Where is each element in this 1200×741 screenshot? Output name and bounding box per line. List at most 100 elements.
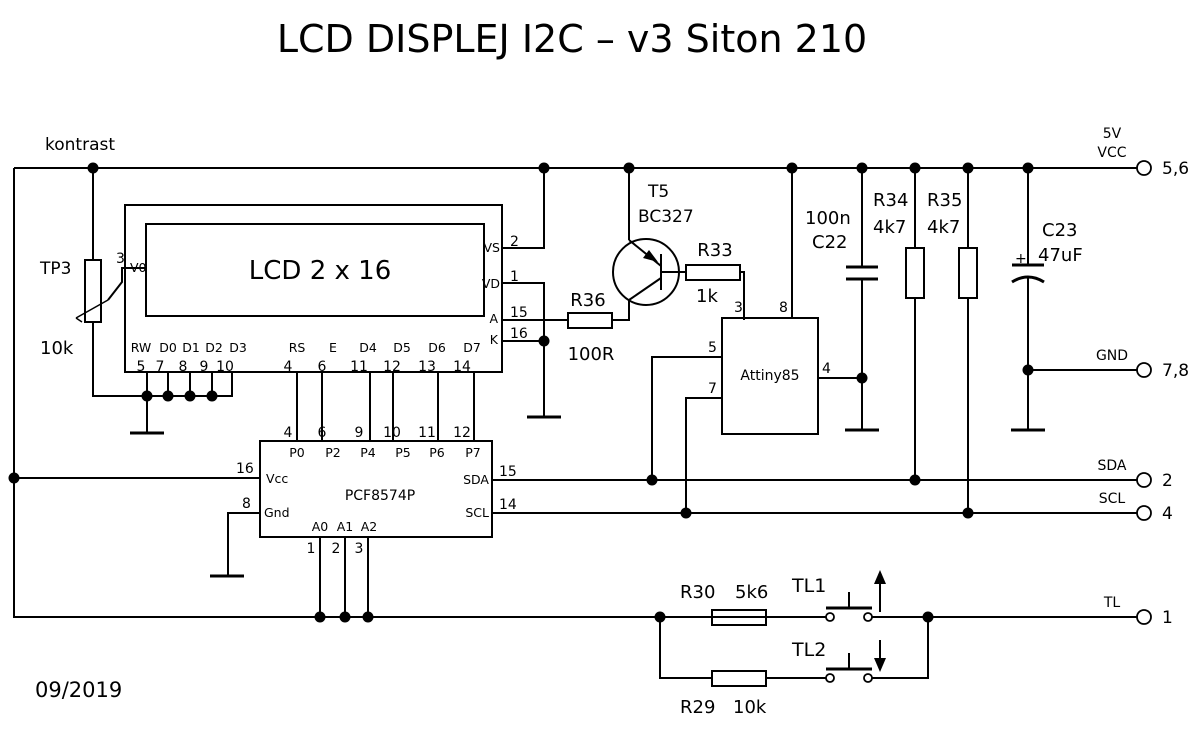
resistor-r33: R33 1k [685,240,741,307]
net-label-sda: SDA [1098,458,1127,474]
junction-dot [339,611,351,623]
pcf-pin-name-scl: SCL [465,505,489,520]
tp3-ref: TP3 [39,259,71,279]
attiny-pin-number-7: 7 [708,381,717,397]
lcd-pin-number-d4: 11 [350,359,368,375]
terminal-sda [1136,472,1152,488]
wiring [13,167,1137,679]
lcd-module: LCD 2 x 16 VS VD A K V0 2 1 15 16 RW D0 … [124,204,528,375]
lcd-pin-number-d1: 8 [179,359,188,375]
junction-dot [856,372,868,384]
pcf-pin-number-p4: 9 [355,425,364,441]
resistor-r35: R35 4k7 [927,190,978,299]
schematic-title: LCD DISPLEJ I2C – v3 Siton 210 [277,17,867,61]
pcf-label: PCF8574P [345,488,415,504]
lcd-pin-number-vd: 1 [510,269,519,285]
r33-value: 1k [696,286,718,307]
junction-dot [922,611,934,623]
pcf-pin-number-gnd: 8 [242,496,251,512]
lcd-pin-name-a: A [489,311,498,326]
net-label-tl: TL [1103,595,1121,611]
pcf-pin-number-a1: 2 [332,541,341,557]
r35-value: 4k7 [927,217,960,238]
pcf-pin-name-p2: P2 [325,445,341,460]
ground-symbols [130,415,1045,578]
lcd-pin-name-d6: D6 [428,340,446,355]
junction-dot [162,390,174,402]
junction-dot [362,611,374,623]
lcd-pin-number-d6: 13 [418,359,436,375]
r36-value: 100R [568,344,615,365]
terminal-number-sda: 2 [1162,471,1173,491]
pcf-pin-number-p5: 10 [383,425,401,441]
pcf-pin-number-sda: 15 [499,464,517,480]
attiny-label: Attiny85 [740,368,799,384]
attiny-pin-number-5: 5 [708,340,717,356]
t5-value: BC327 [638,207,694,227]
junction-dot [909,162,921,174]
net-label-vcc: VCC [1097,145,1126,161]
junction-dot [8,472,20,484]
resistor-r29: R29 10k [680,670,767,718]
pcf-pin-name-a0: A0 [312,519,329,534]
capacitor-c22: 100n C22 [805,208,878,281]
pcf-pin-number-p0: 4 [284,425,293,441]
lcd-pin-name-d2: D2 [205,340,223,355]
junction-dot [654,611,666,623]
tl2-ref: TL2 [791,639,826,661]
attiny-pin-number-8: 8 [779,300,788,316]
terminal-tl [1136,609,1152,625]
resistor-r34: R34 4k7 [873,190,925,299]
terminal-gnd [1136,362,1152,378]
terminals: 5,6 7,8 2 4 1 5V VCC GND SDA SCL TL kont… [45,126,1189,628]
lcd-pin-number-rw: 5 [137,359,146,375]
lcd-pin-name-d0: D0 [159,340,177,355]
junction-dot [141,390,153,402]
pcf-pin-number-p6: 11 [418,425,436,441]
r30-ref: R30 [680,582,715,603]
lcd-pin-name-d5: D5 [393,340,411,355]
pcf-pin-number-vcc: 16 [236,461,254,477]
r34-value: 4k7 [873,217,906,238]
lcd-pin-number-e: 6 [318,359,327,375]
lcd-pin-name-vs: VS [484,240,501,255]
lcd-pin-number-d5: 12 [383,359,401,375]
pcf-pin-name-a2: A2 [361,519,378,534]
terminal-scl [1136,505,1152,521]
lcd-pin-name-d1: D1 [182,340,200,355]
net-label-kontrast: kontrast [45,135,115,155]
lcd-pin-number-d2: 9 [200,359,209,375]
junction-dot [856,162,868,174]
tp3-pin-number: 3 [116,251,125,267]
terminal-number-vcc: 5,6 [1162,159,1189,179]
c23-ref: C23 [1042,220,1077,241]
transistor-t5: T5 BC327 [612,182,694,306]
pcf-pin-name-a1: A1 [337,519,354,534]
r29-ref: R29 [680,697,715,718]
junction-dot [680,507,692,519]
junction-dot [909,474,921,486]
junction-dot [962,162,974,174]
lcd-pin-number-d7: 14 [453,359,471,375]
pcf-pin-number-p2: 6 [318,425,327,441]
lcd-pin-name-rw: RW [131,340,152,355]
tl1-ref: TL1 [791,575,826,597]
pcf8574-chip: PCF8574P 4 6 9 10 11 12 P0 P2 P4 P5 P6 P… [236,425,517,557]
lcd-pin-name-k: K [490,332,499,347]
junction-dot [962,507,974,519]
resistor-r30: R30 5k6 [680,582,768,626]
arrow-up-icon [874,570,886,584]
pcf-pin-name-sda: SDA [463,472,489,487]
pcf-pin-name-p5: P5 [395,445,411,460]
resistor-r36: R36 100R [567,290,615,365]
lcd-pin-name-e: E [329,340,337,355]
switch-tl2: TL2 [791,639,886,683]
lcd-pin-number-k: 16 [510,326,528,342]
attiny-pin-number-3: 3 [734,300,743,316]
attiny85-chip: Attiny85 3 8 5 7 4 [708,300,831,435]
r36-ref: R36 [570,290,605,311]
date-label: 09/2019 [35,678,122,702]
r29-value: 10k [733,697,767,718]
c22-ref: C22 [812,232,847,253]
